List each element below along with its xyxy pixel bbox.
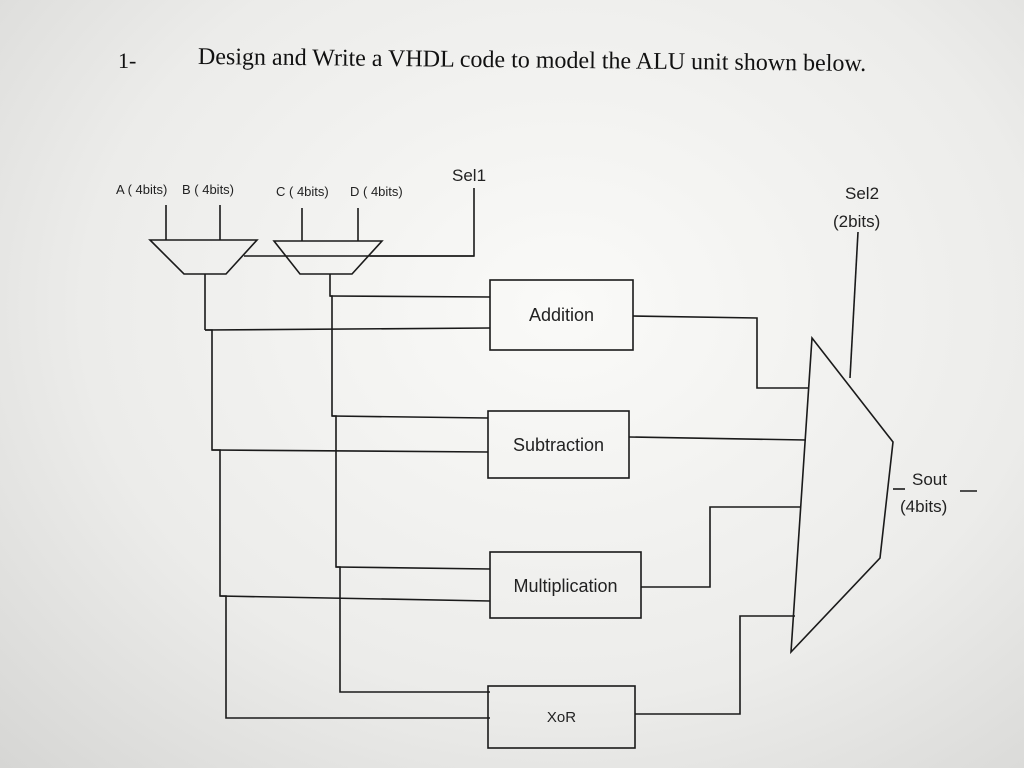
subtraction-label: Subtraction <box>512 435 605 455</box>
addition-label: Addition <box>528 305 595 325</box>
xor-block <box>487 685 636 749</box>
mux-cd <box>272 240 384 275</box>
input-d-label: D ( 4bits) <box>350 184 403 199</box>
sel2-label: Sel2 <box>845 184 880 203</box>
bus-ab <box>205 329 490 719</box>
multiplication-label: Multiplication <box>513 576 618 596</box>
xor-label: XoR <box>546 709 577 726</box>
input-c-label: C ( 4bits) <box>276 184 329 199</box>
input-a-label: A ( 4bits) <box>116 182 168 197</box>
multiplication-block <box>489 551 642 619</box>
subtraction-block <box>487 410 630 479</box>
bus-cd <box>329 274 490 693</box>
output-label: Sout <box>912 470 947 489</box>
question-number: 1- <box>118 48 137 73</box>
output-width-label: (4bits) <box>900 497 948 516</box>
mux-ab <box>148 239 259 275</box>
sel2-width-label: (2bits) <box>833 212 881 231</box>
addition-block <box>489 279 634 351</box>
input-b-label: B ( 4bits) <box>182 182 235 197</box>
sel1-label: Sel1 <box>452 166 487 185</box>
mux-output <box>790 335 894 655</box>
